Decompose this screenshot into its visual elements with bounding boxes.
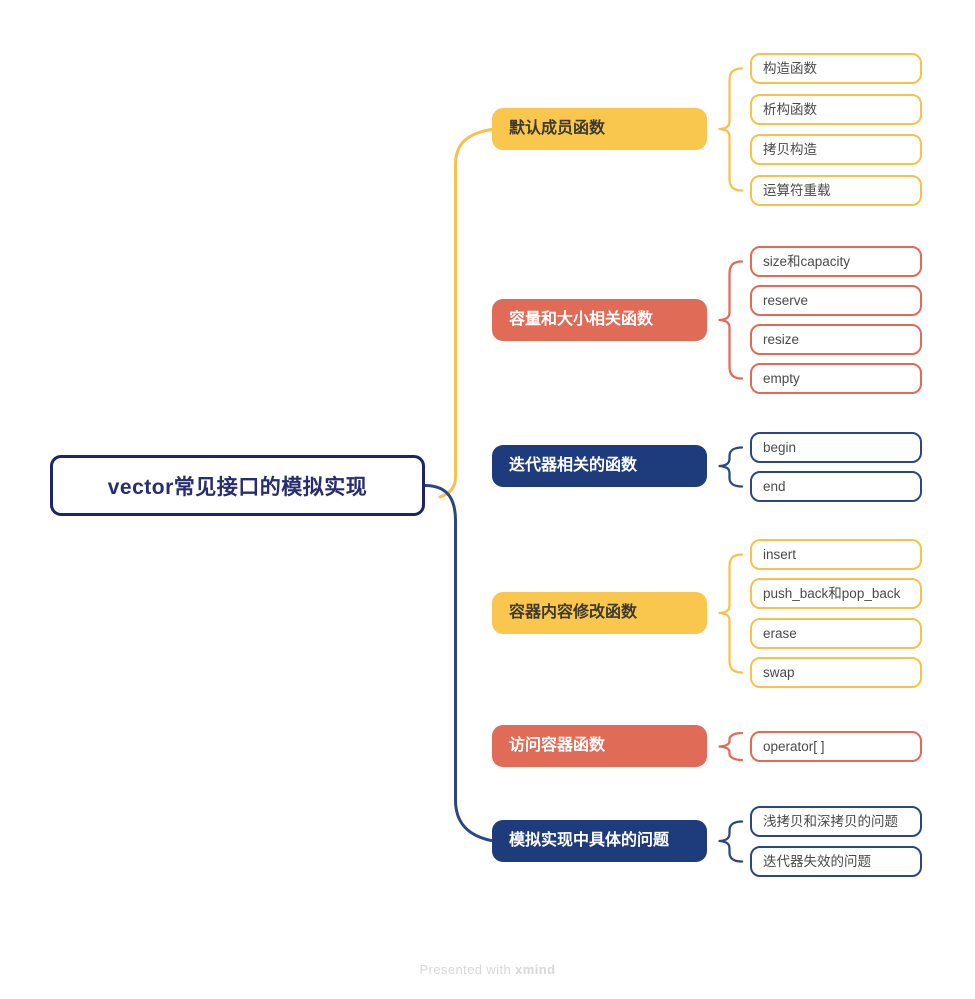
subtopic-swap[interactable]: swap [750, 657, 922, 688]
branch-topic-modifier-functions[interactable]: 容器内容修改函数 [492, 592, 707, 634]
xmind-brand: xmind [515, 962, 556, 977]
brace-branch6 [718, 820, 744, 863]
branch-topic-access-functions[interactable]: 访问容器函数 [492, 725, 707, 767]
brace-branch5 [718, 731, 744, 762]
brace-branch1 [718, 67, 744, 192]
brace-branch4 [718, 553, 744, 674]
brace-branch3 [718, 446, 744, 488]
branch-topic-capacity-size-functions[interactable]: 容量和大小相关函数 [492, 299, 707, 341]
root-to-branch1-connector [438, 128, 493, 499]
subtopic-erase[interactable]: erase [750, 618, 922, 649]
subtopic-constructor[interactable]: 构造函数 [750, 53, 922, 84]
subtopic-reserve[interactable]: reserve [750, 285, 922, 316]
footer-credit-text: Presented with [419, 962, 516, 977]
subtopic-copy-constructor[interactable]: 拷贝构造 [750, 134, 922, 165]
subtopic-destructor[interactable]: 析构函数 [750, 94, 922, 125]
root-to-branch6-connector [423, 484, 493, 842]
subtopic-operator-bracket[interactable]: operator[ ] [750, 731, 922, 762]
branch-topic-iterator-functions[interactable]: 迭代器相关的函数 [492, 445, 707, 487]
subtopic-operator-overload[interactable]: 运算符重载 [750, 175, 922, 206]
subtopic-shallow-deep-copy-issue[interactable]: 浅拷贝和深拷贝的问题 [750, 806, 922, 837]
branch-topic-default-member-functions[interactable]: 默认成员函数 [492, 108, 707, 150]
subtopic-begin[interactable]: begin [750, 432, 922, 463]
branch-topic-implementation-issues[interactable]: 模拟实现中具体的问题 [492, 820, 707, 862]
subtopic-insert[interactable]: insert [750, 539, 922, 570]
footer-credit: Presented with xmind [0, 962, 975, 977]
subtopic-iterator-invalidation-issue[interactable]: 迭代器失效的问题 [750, 846, 922, 877]
subtopic-end[interactable]: end [750, 471, 922, 502]
subtopic-empty[interactable]: empty [750, 363, 922, 394]
subtopic-size-capacity[interactable]: size和capacity [750, 246, 922, 277]
subtopic-resize[interactable]: resize [750, 324, 922, 355]
subtopic-push-back-pop-back[interactable]: push_back和pop_back [750, 578, 922, 609]
brace-branch2 [718, 260, 744, 380]
root-topic[interactable]: vector常见接口的模拟实现 [50, 455, 425, 516]
